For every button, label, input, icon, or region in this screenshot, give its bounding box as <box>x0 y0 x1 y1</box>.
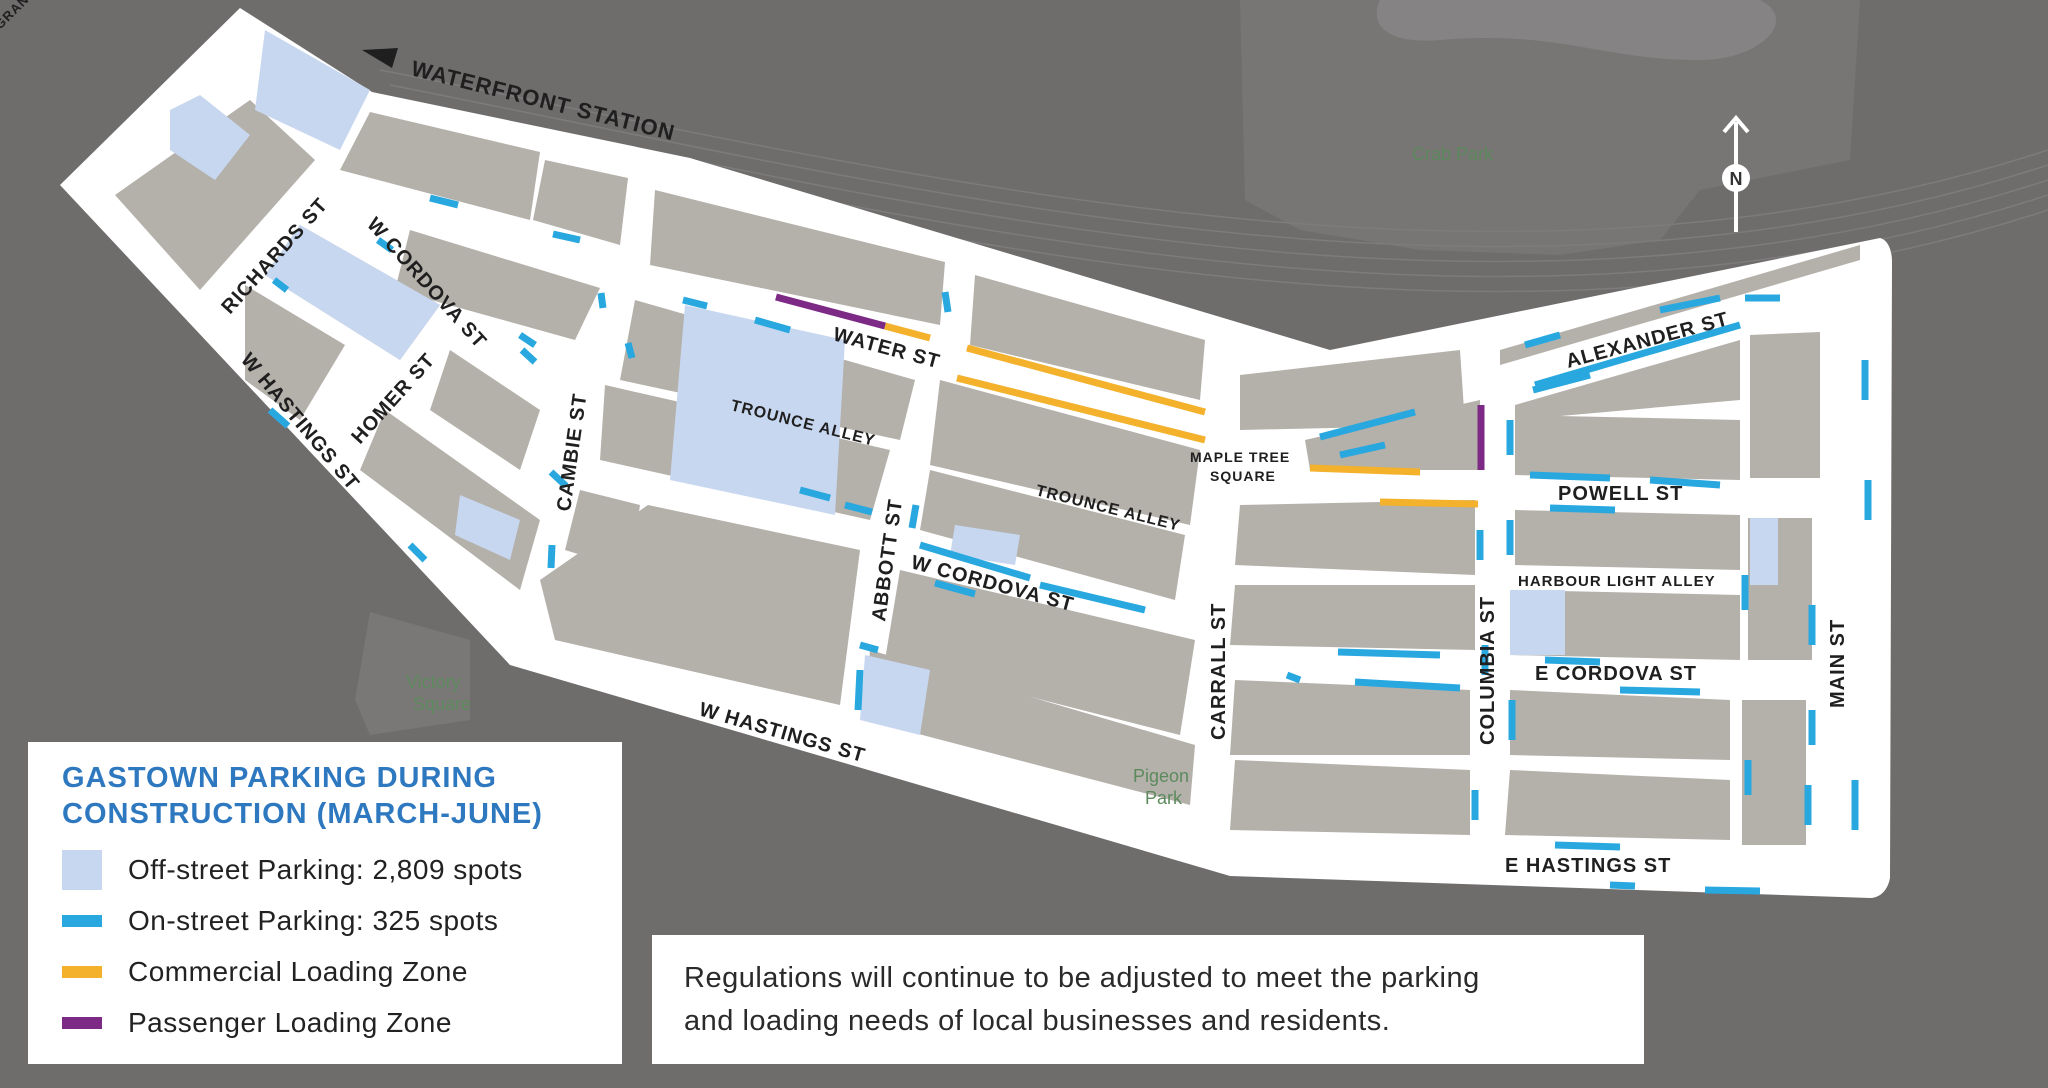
north-arrow-icon: N <box>1722 114 1750 232</box>
note-line-1: Regulations will continue to be adjusted… <box>684 962 1480 994</box>
legend-label: Passenger Loading Zone <box>128 1006 452 1038</box>
legend-label: Commercial Loading Zone <box>128 955 468 987</box>
e-hastings-st-label: E HASTINGS ST <box>1505 855 1671 877</box>
off-street-swatch <box>62 849 102 890</box>
commercial-loading-zones <box>884 322 1479 508</box>
legend-panel: GASTOWN PARKING DURING CONSTRUCTION (MAR… <box>28 742 622 1064</box>
north-label: N <box>1730 169 1743 189</box>
harbour-light-alley-label: HARBOUR LIGHT ALLEY <box>1518 573 1716 590</box>
regulations-note: Regulations will continue to be adjusted… <box>652 935 1644 1064</box>
on-street-parking-segments <box>267 194 1872 895</box>
main-st-label: MAIN ST <box>1827 619 1849 708</box>
waterfront-inlet <box>1376 0 1777 60</box>
victory-square-label-2: Square <box>413 694 471 714</box>
crab-park-label: Crab Park <box>1412 144 1494 164</box>
powell-st-label: POWELL ST <box>1558 483 1683 505</box>
legend-label: On-street Parking: 325 spots <box>128 904 499 936</box>
legend-item-passenger: Passenger Loading Zone <box>62 997 588 1048</box>
victory-square-area <box>355 612 470 735</box>
off-street-parking-areas <box>170 30 1778 735</box>
triangle-marker-icon <box>362 48 398 68</box>
pigeon-park-label-2: Park <box>1145 788 1183 808</box>
legend-title-line-1: GASTOWN PARKING DURING <box>62 762 497 794</box>
maple-tree-square-label-1: MAPLE TREE <box>1190 449 1290 465</box>
victory-square-label-1: Victory <box>406 672 461 692</box>
commercial-swatch <box>62 965 102 978</box>
passenger-swatch <box>62 1016 102 1029</box>
legend-title-line-2: CONSTRUCTION (MARCH-JUNE) <box>62 798 543 830</box>
legend-item-on-street: On-street Parking: 325 spots <box>62 895 588 946</box>
on-street-swatch <box>62 914 102 927</box>
crab-park-area <box>1240 0 1860 255</box>
legend-item-off-street: Off-street Parking: 2,809 spots <box>62 844 588 895</box>
note-line-2: and loading needs of local businesses an… <box>684 1005 1391 1037</box>
legend-title: GASTOWN PARKING DURING CONSTRUCTION (MAR… <box>62 760 588 832</box>
pigeon-park-label-1: Pigeon <box>1133 766 1189 786</box>
legend-label: Off-street Parking: 2,809 spots <box>128 853 523 885</box>
carrall-st-label: CARRALL ST <box>1208 603 1230 740</box>
legend-item-commercial: Commercial Loading Zone <box>62 946 588 997</box>
maple-tree-square-label-2: SQUARE <box>1210 468 1276 484</box>
passenger-loading-zones <box>775 293 1485 470</box>
e-cordova-st-label: E CORDOVA ST <box>1535 663 1697 685</box>
columbia-st-label: COLUMBIA ST <box>1477 596 1499 745</box>
